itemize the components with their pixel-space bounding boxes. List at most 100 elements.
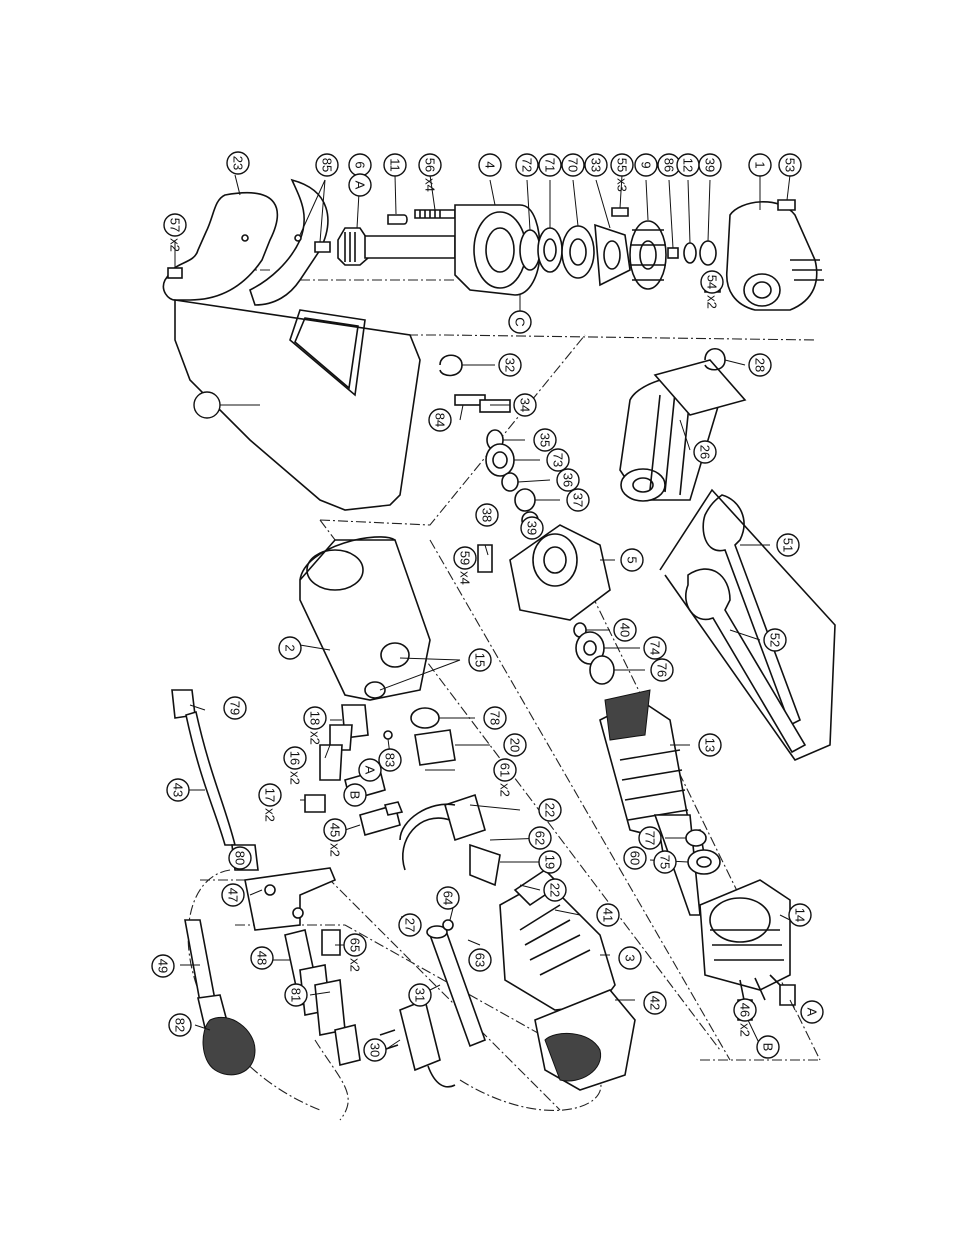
callout-circle (475, 503, 499, 527)
callout-27: 27 (398, 913, 422, 937)
callout-79: 79 (223, 696, 247, 720)
bevel-gear-9 (629, 220, 667, 290)
callout-label: A (805, 1008, 820, 1017)
callout-circle (756, 1035, 780, 1059)
callout-label: 27 (403, 918, 418, 932)
callout-circle (653, 850, 677, 874)
callout-63: 63 (468, 948, 492, 972)
callout-label: 78 (488, 711, 503, 725)
wrench-51 (702, 494, 801, 727)
callout-40: 40 (613, 618, 637, 642)
callout-quantity: x2 (288, 771, 303, 785)
callout-circle (698, 733, 722, 757)
callout-20: 20 (503, 733, 527, 757)
callout-circle (650, 658, 674, 682)
callout-quantity: x2 (498, 783, 513, 797)
callout-circle (520, 516, 544, 540)
callout-circle (700, 270, 724, 294)
callout-label: 37 (571, 493, 586, 507)
wrench-box (659, 488, 836, 761)
callout-circle (418, 153, 442, 177)
callout-circle (163, 213, 187, 237)
callout-label: 73 (551, 453, 566, 467)
callout-label: 6 (353, 161, 368, 168)
gasket-78-20 (410, 707, 456, 766)
callout-84: 84 (428, 408, 452, 432)
callout-label: 39 (525, 521, 540, 535)
callout-circle (528, 826, 552, 850)
callout-label: 74 (648, 641, 663, 655)
callout-label: 3 (623, 954, 638, 961)
callout-label: 47 (226, 888, 241, 902)
gear-housing-1 (726, 201, 824, 311)
callout-circle (546, 448, 570, 472)
screw-57 (167, 267, 183, 279)
callout-label: 79 (228, 701, 243, 715)
callout-circle (508, 310, 532, 334)
callout-label: 86 (662, 158, 677, 172)
callout-quantity: x2 (705, 295, 720, 309)
callout-35: 35 (533, 428, 557, 452)
callout-circle (348, 173, 372, 197)
callout-label: 32 (503, 358, 518, 372)
callout-15: 15 (468, 648, 492, 672)
end-cover-42 (534, 989, 636, 1091)
callout-circle (778, 153, 802, 177)
callout-label: B (348, 791, 363, 800)
callout-circle (620, 548, 644, 572)
pinion-shaft-34 (439, 354, 539, 529)
callout-label: 1 (753, 161, 768, 168)
callout-circle (493, 758, 517, 782)
wire-label-B-left (383, 801, 404, 816)
callout-quantity: x4 (423, 178, 438, 192)
callout-22: 22 (543, 878, 567, 902)
callout-label: 42 (648, 996, 663, 1010)
callout-51: 51 (776, 533, 800, 557)
callout-label: 83 (383, 753, 398, 767)
callout-circle (515, 153, 539, 177)
callout-75: 75 (653, 850, 677, 874)
callout-label: 20 (508, 738, 523, 752)
callout-circle (323, 818, 347, 842)
callout-circle (223, 696, 247, 720)
callout-4: 4 (478, 153, 502, 177)
callout-22: 22 (538, 798, 562, 822)
callout-quantity: x2 (738, 1023, 753, 1037)
callout-circle (258, 783, 282, 807)
callout-quantity: x2 (328, 843, 343, 857)
callout-62: 62 (528, 826, 552, 850)
callout-64: 64 (436, 886, 460, 910)
callout-circle (283, 746, 307, 770)
callout-6: 6 (348, 153, 372, 177)
callout-label: 59 (458, 551, 473, 565)
callout-30: 30 (363, 1038, 387, 1062)
callout-33: 33 (584, 153, 608, 177)
callout-72: 72 (515, 153, 539, 177)
callout-circle (538, 798, 562, 822)
callout-53: 53 (778, 153, 802, 177)
plug-30 (379, 998, 456, 1088)
callout-circle (643, 991, 667, 1015)
callout-circle (596, 903, 620, 927)
housing-2 (299, 536, 431, 701)
callout-label: 19 (543, 855, 558, 869)
callout-19: 19 (538, 850, 562, 874)
bearing-housing-5 (509, 524, 611, 621)
callout-A: A (348, 173, 372, 197)
callout-28: 28 (748, 353, 772, 377)
callout-34: 34 (513, 393, 537, 417)
callout-23: 23 (226, 151, 250, 175)
callout-circle (453, 546, 477, 570)
leader-lines (174, 174, 796, 1051)
callout-circle (228, 846, 252, 870)
callout-38: 38 (475, 503, 499, 527)
callout-circle (543, 878, 567, 902)
callout-circle (408, 983, 432, 1007)
callout-B: B (343, 783, 367, 807)
callout-26: 26 (693, 440, 717, 464)
